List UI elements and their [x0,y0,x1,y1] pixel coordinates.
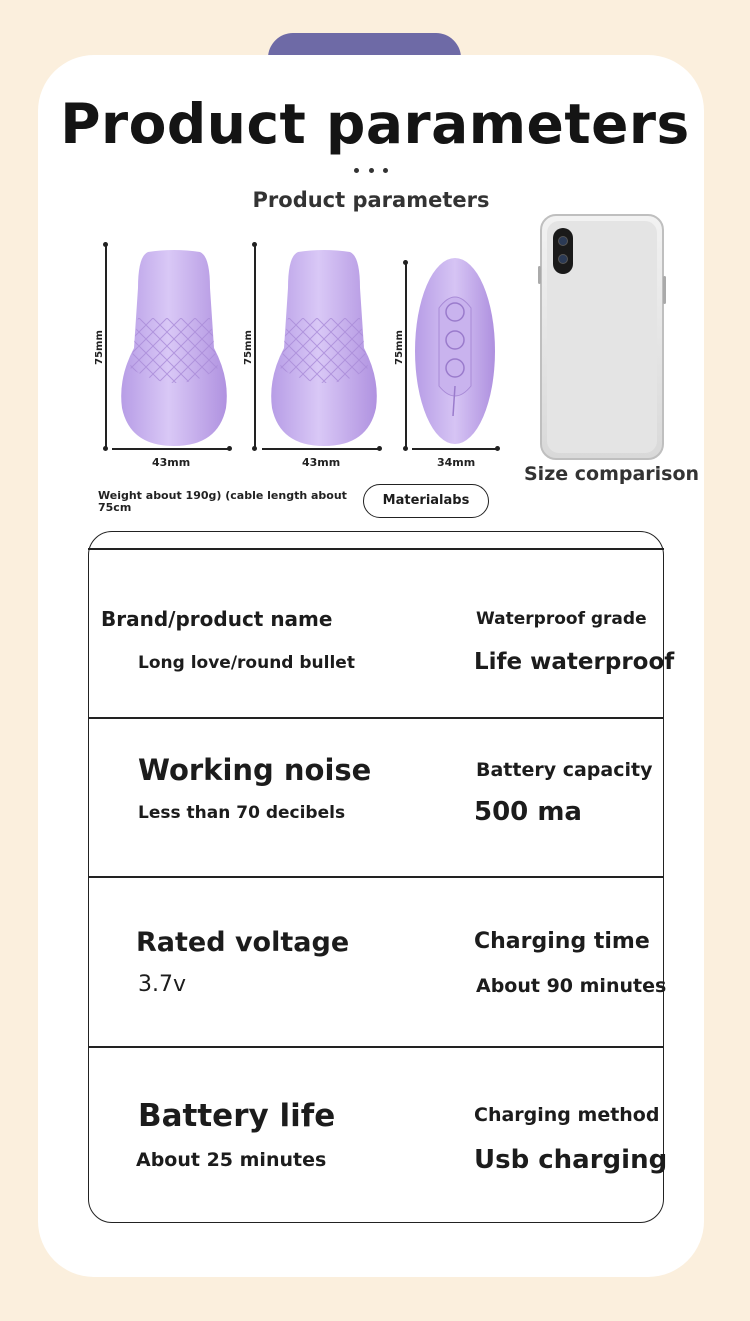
dimension-line-vertical [254,244,256,450]
param-label-noise: Working noise [138,753,372,787]
param-label-voltage: Rated voltage [136,927,350,958]
material-button[interactable]: Materialabs [363,484,489,518]
dimension-line-vertical [105,244,107,450]
param-value-charging-time: About 90 minutes [476,975,667,997]
dimension-line-horizontal [412,448,498,450]
param-value-voltage: 3.7v [138,972,187,997]
section-subtitle: Product parameters [252,188,490,212]
dimension-tick [227,446,232,451]
dimension-tick [403,446,408,451]
param-label-battery-capacity: Battery capacity [476,759,653,781]
param-label-brand: Brand/product name [101,607,333,631]
param-value-brand: Long love/round bullet [138,653,355,673]
table-divider [88,1046,664,1048]
dimension-line-vertical [405,262,407,450]
dimension-tick [103,446,108,451]
dots-separator [354,168,388,176]
dimension-height-label: 75mm [93,330,105,365]
param-value-battery-capacity: 500 ma [474,797,582,827]
camera-icon [553,228,573,274]
product-image-bullet-1 [121,250,227,446]
param-label-battery-life: Battery life [138,1098,336,1134]
phone-image [538,214,666,460]
size-comparison-label: Size comparison [524,463,700,485]
param-label-waterproof: Waterproof grade [476,609,647,629]
param-label-charging-time: Charging time [474,929,650,954]
param-value-noise: Less than 70 decibels [138,803,346,823]
param-value-battery-life: About 25 minutes [136,1149,327,1171]
table-divider [88,876,664,878]
param-label-charging-method: Charging method [474,1104,660,1126]
dimension-width-label: 43mm [302,456,341,469]
dimension-height-label: 75mm [393,330,405,365]
dimension-line-horizontal [262,448,380,450]
param-value-waterproof: Life waterproof [474,649,675,675]
product-image-remote [415,258,495,444]
dimension-tick [103,242,108,247]
dimension-width-label: 34mm [437,456,476,469]
dimension-tick [252,446,257,451]
dimension-width-label: 43mm [152,456,191,469]
page-title: Product parameters [60,92,690,156]
table-divider [88,717,664,719]
dimension-line-horizontal [112,448,230,450]
param-value-charging-method: Usb charging [474,1145,668,1175]
dimension-tick [252,242,257,247]
dimension-tick [377,446,382,451]
product-image-bullet-2 [271,250,377,446]
dimension-tick [495,446,500,451]
table-divider [88,548,664,550]
dimension-height-label: 75mm [242,330,254,365]
dimension-tick [403,260,408,265]
weight-note: Weight about 190g) (cable length about 7… [98,489,347,514]
